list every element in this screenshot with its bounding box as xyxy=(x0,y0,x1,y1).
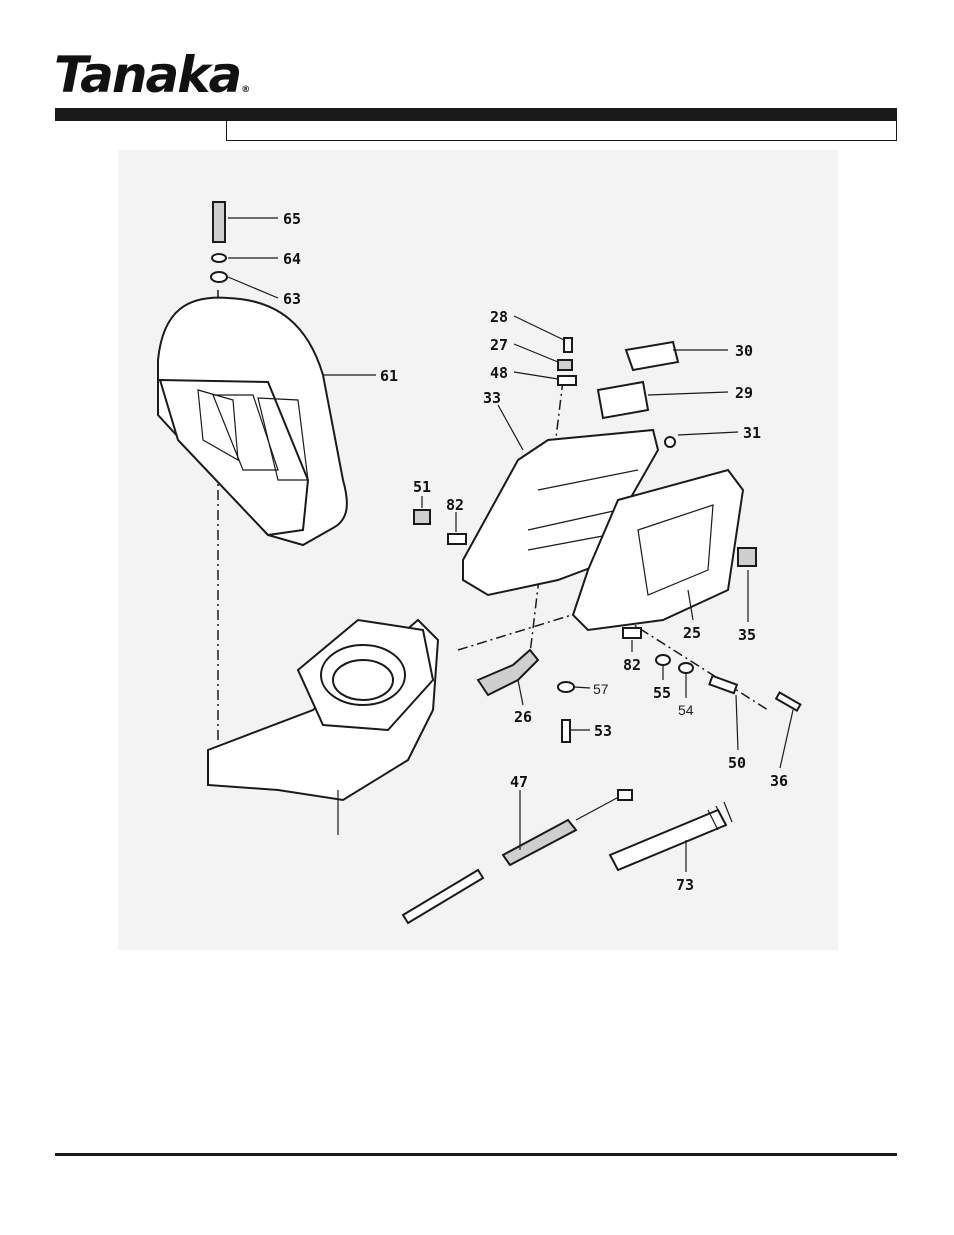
guard-window-3 xyxy=(257,397,309,481)
callout-55: 55 xyxy=(653,684,671,702)
cap-35 xyxy=(737,547,757,567)
throttle-lever-30 xyxy=(624,340,680,372)
pin-82-a xyxy=(447,533,467,545)
nut-27 xyxy=(557,359,573,371)
screw-28 xyxy=(563,337,573,353)
callout-29: 29 xyxy=(735,384,753,402)
plate-48 xyxy=(557,375,577,386)
callout-54: 54 xyxy=(678,702,694,718)
callout-63: 63 xyxy=(283,290,301,308)
washer-57 xyxy=(557,681,575,693)
spring-31 xyxy=(664,436,676,448)
axis-line-rear xyxy=(622,617,769,711)
washer-55 xyxy=(655,654,671,666)
engine-mount-bore-inner xyxy=(332,659,394,701)
leader-36 xyxy=(779,709,794,769)
footer-rule xyxy=(55,1153,897,1156)
exploded-view-drawing: 65 64 63 61 28 27 48 33 30 29 31 51 82 2… xyxy=(157,201,802,925)
lock-washer-64 xyxy=(211,253,227,263)
leader-33 xyxy=(497,404,524,451)
callout-35: 35 xyxy=(738,626,756,644)
bolt-65 xyxy=(212,201,226,243)
callout-25: 25 xyxy=(683,624,701,642)
callout-57: 57 xyxy=(593,681,609,697)
throttle-cable-sheath xyxy=(501,818,578,867)
washer-54 xyxy=(678,662,694,674)
callout-73: 73 xyxy=(676,876,694,894)
bolt-50 xyxy=(708,674,739,695)
callout-26: 26 xyxy=(514,708,532,726)
washer-63 xyxy=(210,271,228,283)
parts-diagram: 65 64 63 61 28 27 48 33 30 29 31 51 82 2… xyxy=(118,150,838,950)
callout-50: 50 xyxy=(728,754,746,772)
leader-28 xyxy=(513,315,565,341)
callout-30: 30 xyxy=(735,342,753,360)
brand-logo: Tanaka® xyxy=(54,50,250,100)
registered-mark: ® xyxy=(241,85,251,95)
tube-73-coil xyxy=(707,801,733,831)
leader-26 xyxy=(517,679,524,706)
leader-25 xyxy=(687,589,694,621)
callout-61: 61 xyxy=(380,367,398,385)
guard-window-2 xyxy=(212,394,279,471)
callout-64: 64 xyxy=(283,250,301,268)
callout-53: 53 xyxy=(594,722,612,740)
throttle-trigger-29 xyxy=(596,380,650,420)
callout-82-a: 82 xyxy=(446,496,464,514)
header-title-box xyxy=(226,121,897,141)
leader-27 xyxy=(513,343,559,363)
callout-36: 36 xyxy=(770,772,788,790)
tube-73 xyxy=(608,808,728,872)
throttle-cable-end xyxy=(617,789,633,801)
screw-36 xyxy=(774,691,802,712)
callout-47: 47 xyxy=(510,773,528,791)
leader-63 xyxy=(227,276,279,299)
leader-48 xyxy=(513,371,559,380)
callout-33: 33 xyxy=(483,389,501,407)
guard-window-1 xyxy=(197,389,239,462)
bushing-51 xyxy=(413,509,431,525)
header-rule xyxy=(55,108,897,121)
callout-27: 27 xyxy=(490,336,508,354)
leader-31 xyxy=(677,431,739,436)
rear-handle-opening xyxy=(637,504,714,596)
pin-82-b xyxy=(622,627,642,639)
callout-31: 31 xyxy=(743,424,761,442)
bolt-53 xyxy=(561,719,571,743)
callout-51: 51 xyxy=(413,478,431,496)
handle-frame-ribs xyxy=(527,469,639,551)
rear-handle-25 xyxy=(571,468,745,632)
leader-50 xyxy=(735,694,739,751)
callout-65: 65 xyxy=(283,210,301,228)
callout-82-b: 82 xyxy=(623,656,641,674)
switch-wire-26 xyxy=(476,648,540,697)
leader-29 xyxy=(647,391,729,396)
callout-28: 28 xyxy=(490,308,508,326)
callout-48: 48 xyxy=(490,364,508,382)
brand-name: Tanaka xyxy=(54,46,242,104)
leader-57 xyxy=(573,686,591,689)
throttle-cable-47 xyxy=(401,868,485,925)
